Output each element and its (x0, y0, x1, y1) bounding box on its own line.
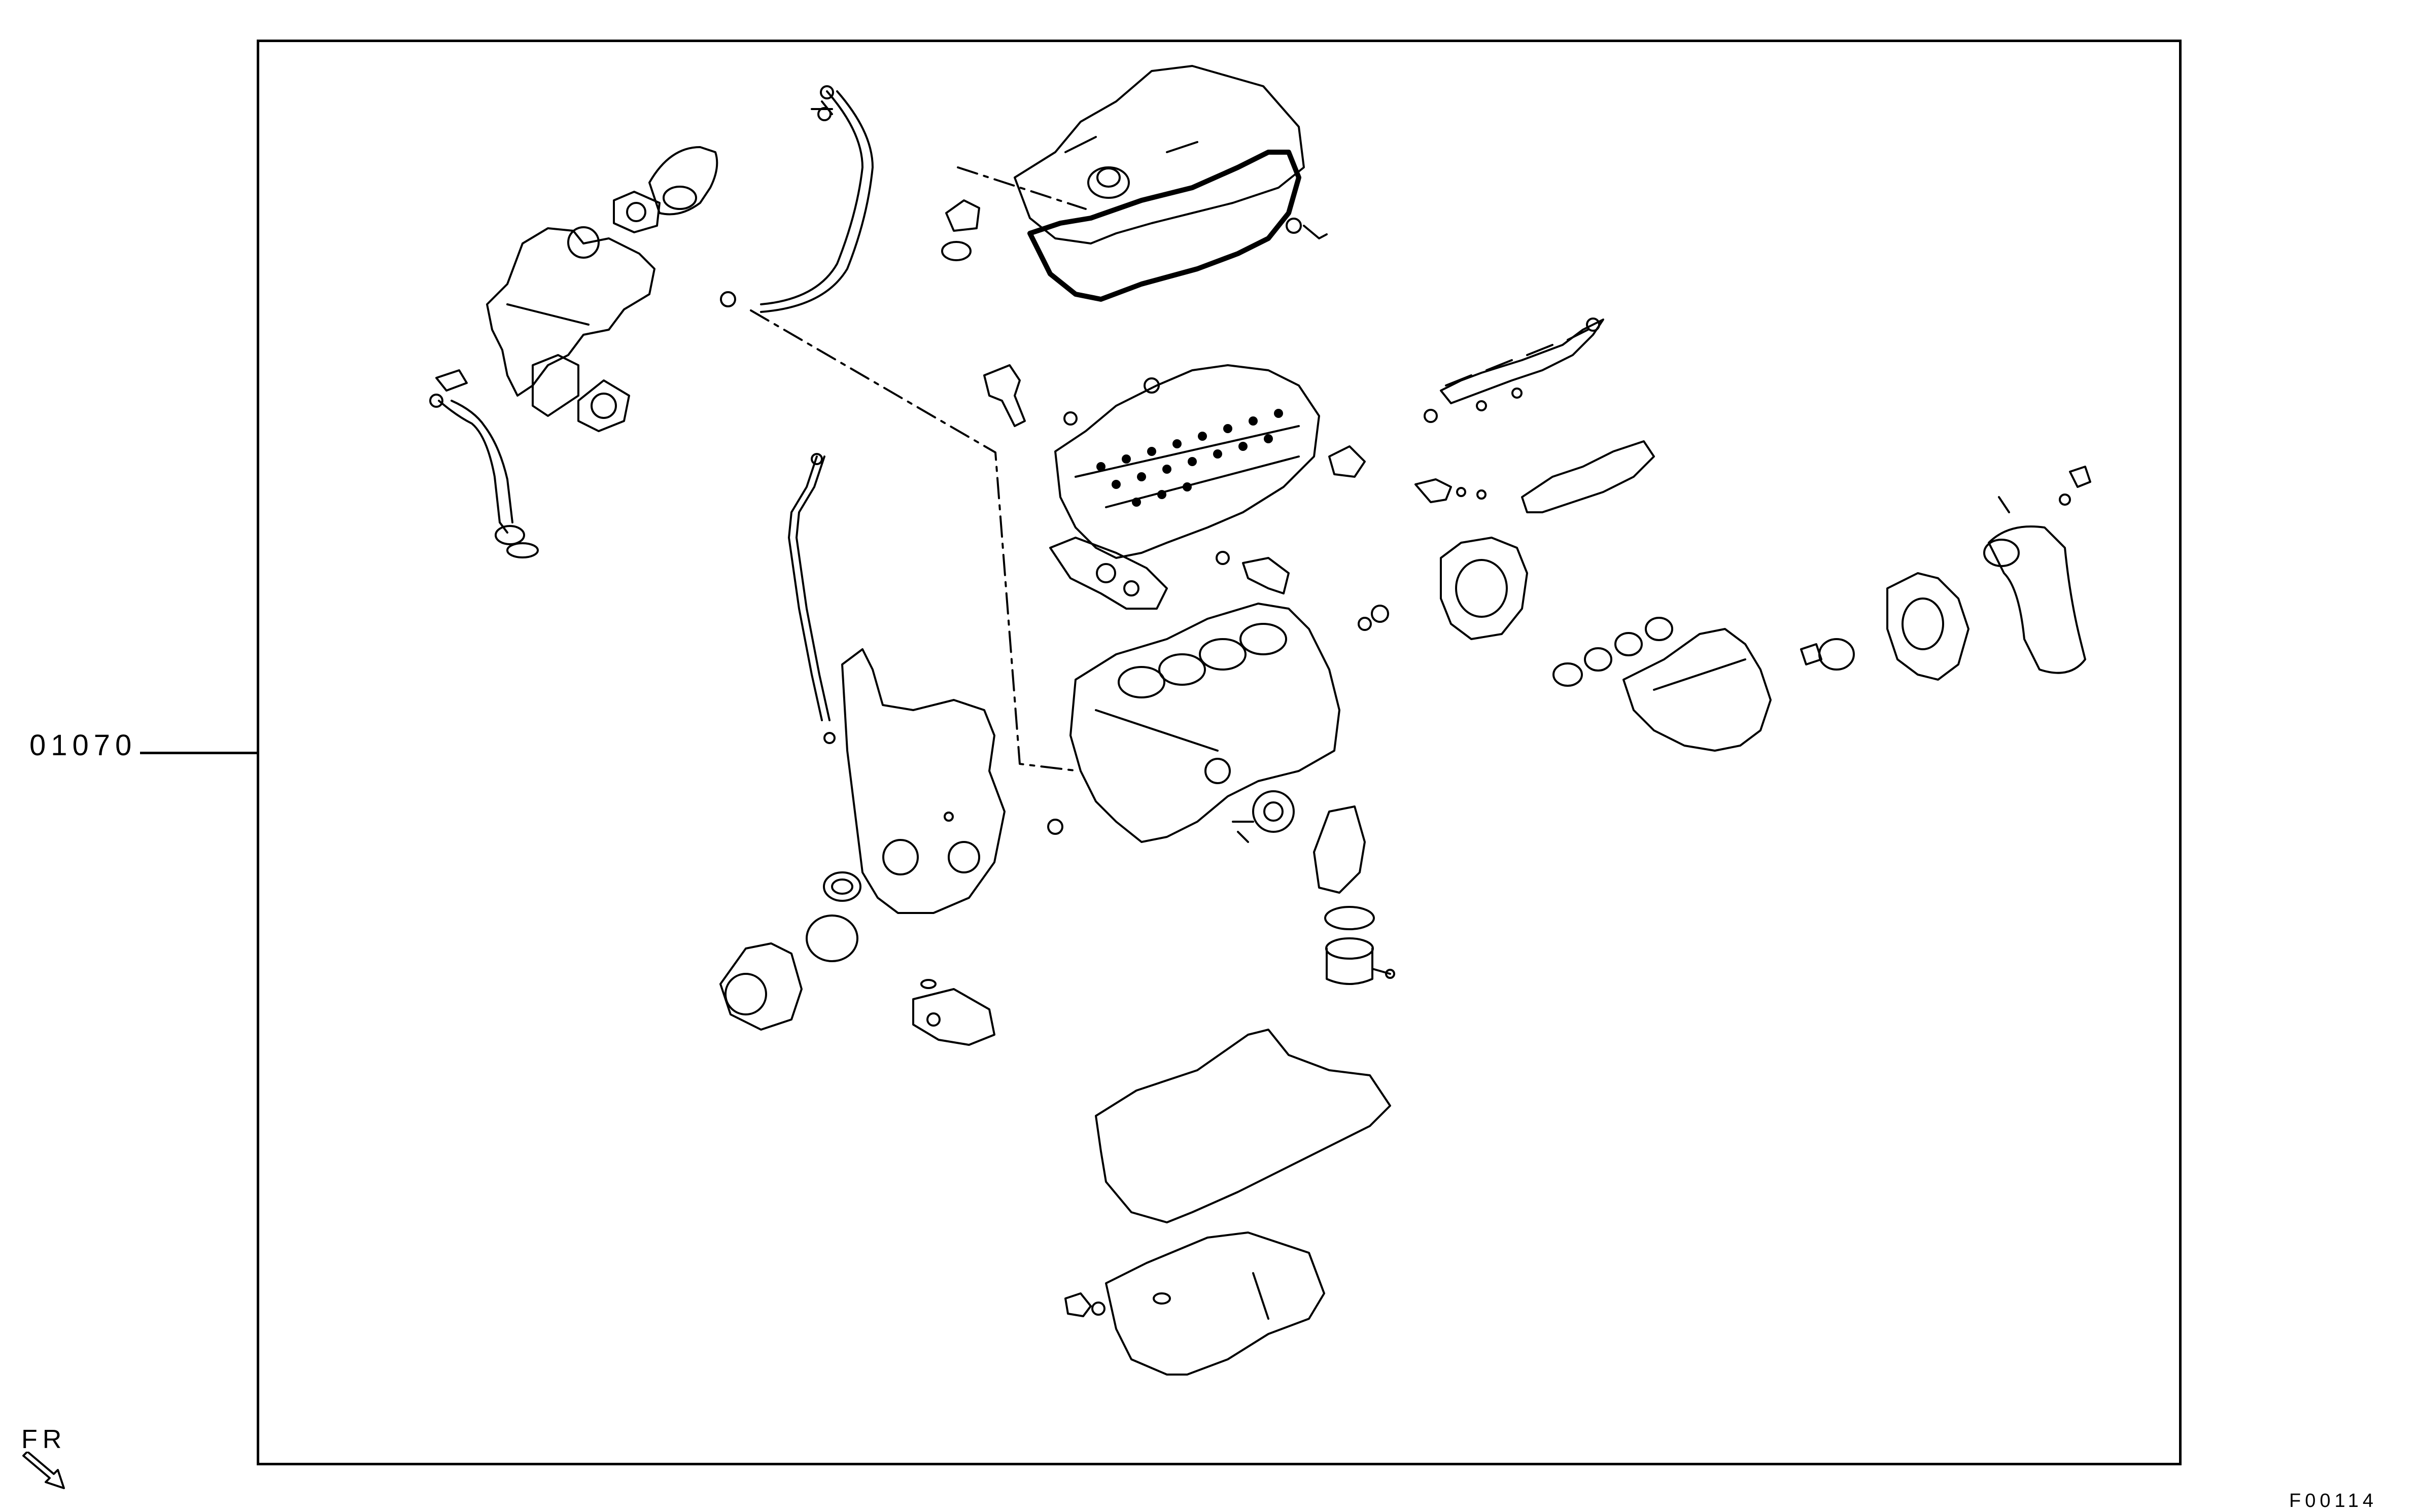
camshaft-bolt-holes (1096, 409, 1283, 507)
fuel-rail (1441, 319, 1603, 403)
oil-filler-cap (942, 200, 979, 260)
oil-pan-upper (1096, 1030, 1390, 1222)
thermostat-housing (913, 980, 994, 1045)
alignment-lines (751, 167, 1086, 771)
injector-seals (1415, 479, 1485, 502)
intake-manifold (1623, 629, 1771, 751)
oil-pump-pickup (1314, 806, 1365, 893)
fuel-injectors (1425, 330, 1588, 422)
valve-cover-small-seals (1287, 219, 1327, 238)
intake-manifold-gaskets (1553, 618, 1672, 686)
turbo-oil-feed-pipe (721, 86, 873, 312)
rear-main-seal (1441, 538, 1527, 639)
oil-pan-lower (1106, 1233, 1324, 1375)
water-pump (720, 943, 802, 1030)
drain-plug (1065, 1293, 1104, 1316)
small-fittings-right (1999, 467, 2090, 512)
turbo-oil-return-pipe (430, 370, 538, 557)
cylinder-block (1070, 604, 1339, 842)
callout-leader-line (140, 752, 257, 754)
valve-cover-gasket (1030, 152, 1299, 299)
turbo-outlet-elbow (649, 147, 717, 215)
figure-code: F00114 (2289, 1490, 2378, 1511)
block-seals (1048, 791, 1294, 842)
throttle-body (1887, 573, 1968, 680)
intake-pipe (1984, 526, 2085, 673)
oil-dipstick (789, 454, 835, 743)
sensor-upper (984, 365, 1159, 426)
intake-manifold-rail (1522, 441, 1654, 512)
timing-chain-cover (842, 649, 1005, 913)
sensor-middle (1217, 552, 1289, 593)
turbo-gaskets (578, 192, 660, 431)
turbocharger (487, 227, 654, 416)
cylinder-head-gasket (1050, 538, 1167, 609)
front-direction-arrow-icon (22, 1452, 65, 1489)
front-crank-seal (807, 872, 860, 961)
diagram-frame (257, 40, 2182, 1465)
throttle-gasket (1801, 639, 1854, 670)
part-number-label: 01070 (29, 729, 137, 762)
sensor-right (1329, 446, 1388, 630)
cylinder-head (1055, 365, 1319, 558)
oil-filter (1325, 907, 1394, 984)
front-direction-label: FR (21, 1425, 67, 1454)
valve-cover (1015, 66, 1304, 243)
